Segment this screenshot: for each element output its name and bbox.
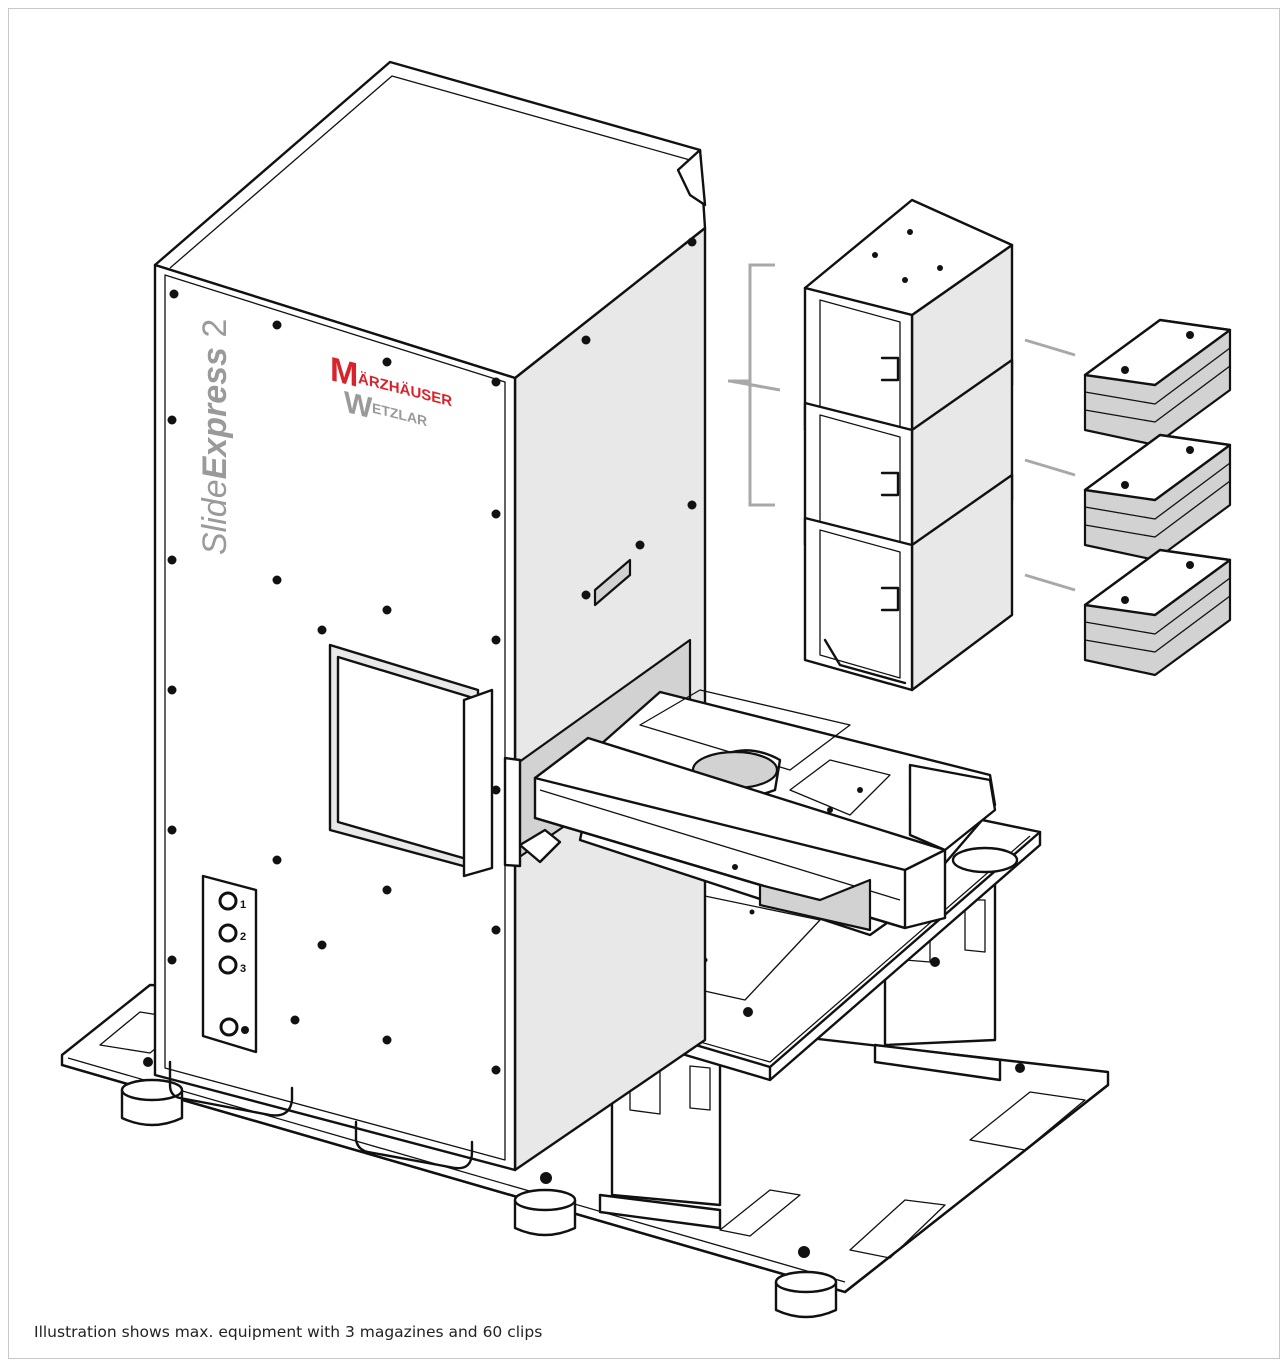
clip-stack-3	[1083, 548, 1232, 677]
power-button-icon	[219, 1017, 239, 1037]
clip-stack-2	[1083, 433, 1232, 562]
button-1-icon	[218, 891, 238, 911]
button-1-label: 1	[240, 899, 246, 911]
button-2-icon	[218, 923, 238, 943]
product-name: SlideExpress 2	[196, 319, 234, 555]
button-2-label: 2	[240, 931, 246, 943]
xy-loader	[518, 689, 997, 937]
svg-text:SlideExpress 2: SlideExpress 2	[196, 319, 234, 555]
clip-stacks	[1024, 318, 1232, 677]
button-3-label: 3	[240, 963, 246, 975]
housing-bolts	[167, 237, 697, 1075]
magazine-3	[803, 473, 1014, 692]
button-3-icon	[218, 955, 238, 975]
product-name-bold: Express	[196, 347, 234, 479]
main-housing	[153, 60, 707, 1172]
power-indicator-icon	[241, 1026, 249, 1034]
leveling-feet	[120, 1078, 838, 1319]
logo-initial-w: W	[344, 385, 373, 426]
clip-stack-1	[1083, 318, 1232, 447]
logo-initial-m: M	[330, 350, 358, 394]
figure-frame	[8, 8, 1280, 1359]
product-name-light: Slide	[196, 479, 234, 555]
control-buttons: 1 2 3	[218, 891, 249, 1037]
product-name-suffix: 2	[196, 319, 234, 347]
figure-caption: Illustration shows max. equipment with 3…	[34, 1323, 543, 1341]
magazine-stack	[728, 198, 1014, 692]
